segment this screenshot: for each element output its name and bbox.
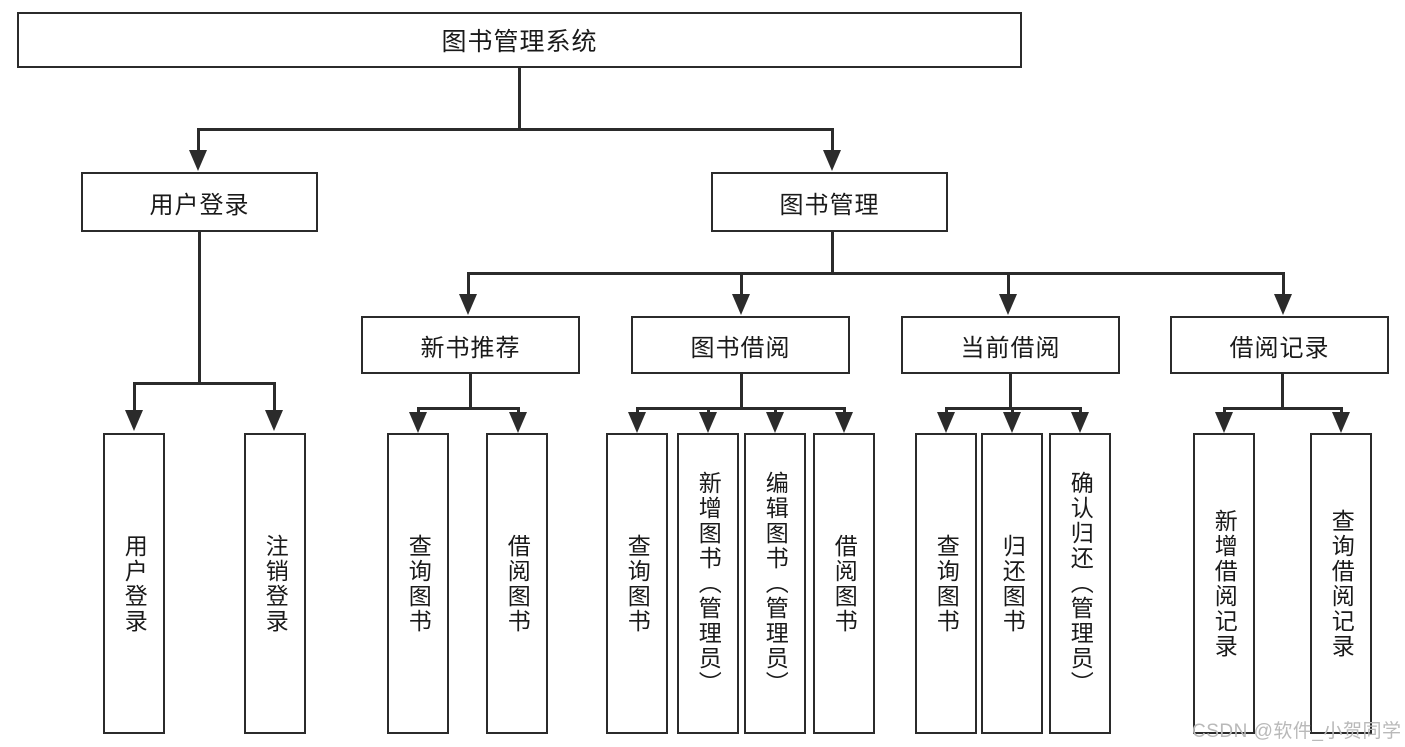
connector-root-bus <box>197 128 834 131</box>
node-leaf-query-book-1[interactable]: 查询图书 <box>387 433 449 734</box>
arrowhead-leaf-confirm-return-admin <box>1071 412 1089 433</box>
arrowhead-new-book-recommend <box>459 294 477 315</box>
connector-br-leaf-2 <box>1340 407 1343 416</box>
arrowhead-user-login <box>189 150 207 171</box>
node-user-login[interactable]: 用户登录 <box>81 172 318 232</box>
node-label: 借阅图书 <box>504 533 531 634</box>
connector-new-book-recommend-stem <box>469 374 472 407</box>
node-label: 查询图书 <box>624 533 651 634</box>
connector-bb-leaf-1 <box>636 407 639 416</box>
arrowhead-leaf-query-borrow-record <box>1332 412 1350 433</box>
node-leaf-borrow-book-2[interactable]: 借阅图书 <box>813 433 875 734</box>
arrowhead-leaf-add-book-admin <box>699 412 717 433</box>
arrowhead-current-borrow <box>999 294 1017 315</box>
node-leaf-query-book-3[interactable]: 查询图书 <box>915 433 977 734</box>
connector-cb-leaf-1 <box>945 407 948 416</box>
node-label: 用户登录 <box>121 533 148 634</box>
node-new-book-recommend[interactable]: 新书推荐 <box>361 316 580 374</box>
node-label: 当前借阅 <box>960 334 1061 362</box>
node-leaf-return-book[interactable]: 归还图书 <box>981 433 1043 734</box>
connector-book-borrow-bus <box>636 407 844 410</box>
csdn-watermark: CSDN @软件_小贺同学 <box>1192 721 1402 742</box>
node-label: 查询图书 <box>405 533 432 634</box>
arrowhead-leaf-return-book <box>1003 412 1021 433</box>
connector-bb-leaf-3 <box>774 407 777 416</box>
connector-book-management-stem <box>831 232 834 272</box>
node-leaf-add-book-admin[interactable]: 新增图书（管理员） <box>677 433 739 734</box>
connector-root-stem <box>518 68 521 128</box>
node-current-borrow[interactable]: 当前借阅 <box>901 316 1120 374</box>
connector-root-to-book-management <box>831 128 834 152</box>
arrowhead-leaf-add-borrow-record <box>1215 412 1233 433</box>
connector-br-leaf-1 <box>1223 407 1226 416</box>
arrowhead-borrow-record <box>1274 294 1292 315</box>
node-label: 新书推荐 <box>420 334 521 362</box>
arrowhead-leaf-query-book-2 <box>628 412 646 433</box>
node-book-borrow[interactable]: 图书借阅 <box>631 316 850 374</box>
node-label: 新增借阅记录 <box>1211 508 1238 659</box>
node-label: 查询借阅记录 <box>1328 508 1355 659</box>
connector-nbr-leaf-2 <box>517 407 520 416</box>
node-borrow-record[interactable]: 借阅记录 <box>1170 316 1389 374</box>
connector-nbr-leaf-1 <box>417 407 420 416</box>
node-label: 图书管理系统 <box>441 28 598 56</box>
arrowhead-leaf-user-login <box>125 410 143 431</box>
node-label: 确认归还（管理员） <box>1067 471 1094 696</box>
node-leaf-user-login[interactable]: 用户登录 <box>103 433 165 734</box>
connector-cb-leaf-2 <box>1011 407 1014 416</box>
node-label: 注销登录 <box>262 533 289 634</box>
node-root-book-management-system[interactable]: 图书管理系统 <box>17 12 1022 68</box>
node-leaf-confirm-return-admin[interactable]: 确认归还（管理员） <box>1049 433 1111 734</box>
node-leaf-query-book-2[interactable]: 查询图书 <box>606 433 668 734</box>
connector-level3-bus <box>467 272 1285 275</box>
connector-user-login-stem <box>198 232 201 382</box>
node-leaf-add-borrow-record[interactable]: 新增借阅记录 <box>1193 433 1255 734</box>
arrowhead-leaf-query-book-3 <box>937 412 955 433</box>
node-label: 借阅记录 <box>1229 334 1330 362</box>
connector-root-to-user-login <box>197 128 200 152</box>
connector-book-borrow-stem <box>740 374 743 407</box>
arrowhead-leaf-borrow-book-1 <box>509 412 527 433</box>
connector-to-book-borrow <box>740 272 743 296</box>
connector-new-book-recommend-bus <box>417 407 520 410</box>
node-label: 图书管理 <box>779 191 880 219</box>
connector-borrow-record-bus <box>1223 407 1342 410</box>
arrowhead-leaf-borrow-book-2 <box>835 412 853 433</box>
node-label: 查询图书 <box>933 533 960 634</box>
arrowhead-leaf-query-book-1 <box>409 412 427 433</box>
arrowhead-leaf-edit-book-admin <box>766 412 784 433</box>
node-leaf-query-borrow-record[interactable]: 查询借阅记录 <box>1310 433 1372 734</box>
node-label: 归还图书 <box>999 533 1026 634</box>
connector-borrow-record-stem <box>1281 374 1284 407</box>
node-leaf-edit-book-admin[interactable]: 编辑图书（管理员） <box>744 433 806 734</box>
connector-user-login-bus <box>133 382 275 385</box>
connector-user-login-to-leaf-1 <box>133 382 136 412</box>
connector-bb-leaf-4 <box>843 407 846 416</box>
node-label: 新增图书（管理员） <box>695 471 722 696</box>
connector-to-current-borrow <box>1007 272 1010 296</box>
node-label: 编辑图书（管理员） <box>762 471 789 696</box>
arrowhead-leaf-logout-login <box>265 410 283 431</box>
node-label: 用户登录 <box>149 191 250 219</box>
connector-to-new-book-recommend <box>467 272 470 296</box>
arrowhead-book-borrow <box>732 294 750 315</box>
connector-to-borrow-record <box>1282 272 1285 296</box>
node-book-management[interactable]: 图书管理 <box>711 172 948 232</box>
connector-cb-leaf-3 <box>1079 407 1082 416</box>
arrowhead-book-management <box>823 150 841 171</box>
connector-user-login-to-leaf-2 <box>273 382 276 412</box>
node-label: 图书借阅 <box>690 334 791 362</box>
connector-bb-leaf-2 <box>707 407 710 416</box>
node-label: 借阅图书 <box>831 533 858 634</box>
node-leaf-logout-login[interactable]: 注销登录 <box>244 433 306 734</box>
node-leaf-borrow-book-1[interactable]: 借阅图书 <box>486 433 548 734</box>
connector-current-borrow-stem <box>1009 374 1012 407</box>
